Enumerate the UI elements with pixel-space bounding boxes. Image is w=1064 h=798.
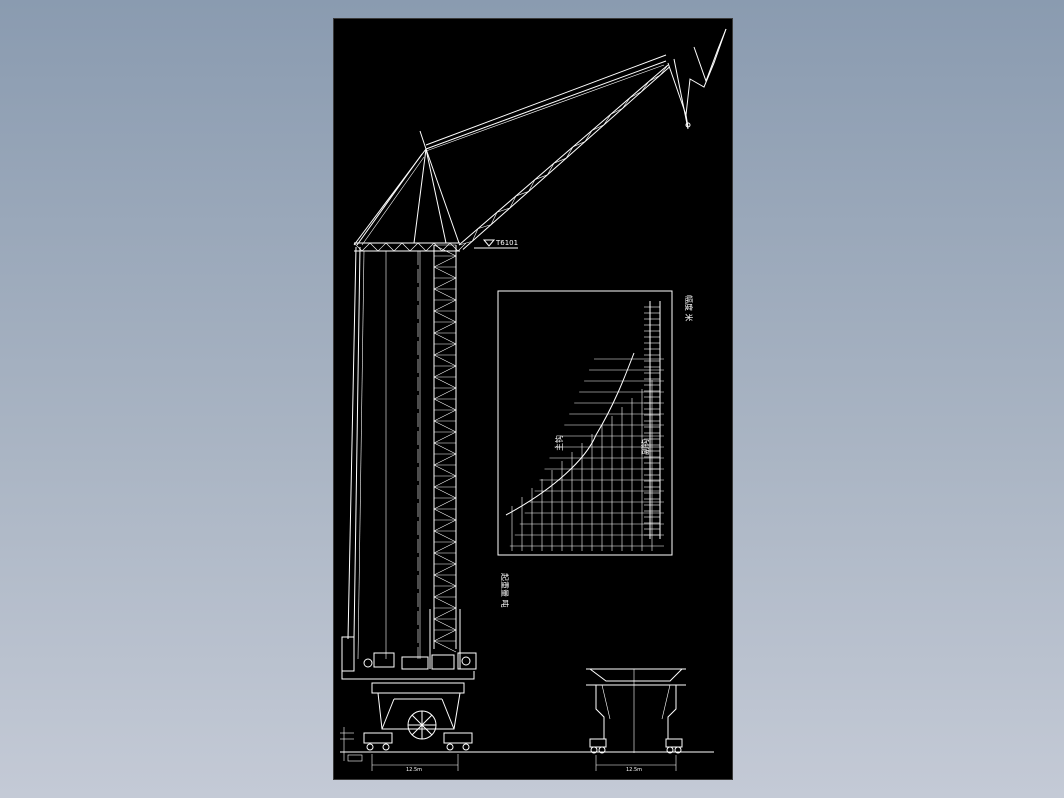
counter-jib bbox=[353, 242, 467, 252]
elevation-label: T6101 bbox=[495, 239, 518, 247]
main-hook-curve bbox=[505, 352, 635, 516]
load-chart: 主钩 副钩 幅度 米 起重量 吨 bbox=[497, 290, 694, 608]
main-hook-label: 主钩 bbox=[554, 435, 564, 451]
backstay-ropes bbox=[347, 246, 421, 660]
boom-pendants bbox=[425, 54, 667, 152]
elevation-mark: T6101 bbox=[474, 239, 518, 249]
lift-axis-label: 起重量 吨 bbox=[500, 573, 510, 608]
load-chart-grid bbox=[509, 301, 664, 551]
base-dimension: 12.5m bbox=[406, 767, 422, 773]
side-portal: 12.5m bbox=[586, 668, 686, 773]
mast-head bbox=[353, 130, 460, 246]
aux-hook-label: 副钩 bbox=[640, 439, 650, 455]
luffing-boom bbox=[458, 64, 670, 250]
drawing-sheet: T6101 主钩 副钩 幅度 米 起重量 吨 bbox=[333, 18, 733, 780]
side-dimension: 12.5m bbox=[626, 767, 642, 773]
crane-base: 12.5m bbox=[340, 636, 714, 773]
boom-tip bbox=[667, 28, 727, 130]
tower-mast bbox=[429, 244, 461, 669]
amplitude-axis-label: 幅度 米 bbox=[684, 295, 694, 322]
crane-drawing: T6101 主钩 副钩 幅度 米 起重量 吨 bbox=[340, 28, 727, 773]
